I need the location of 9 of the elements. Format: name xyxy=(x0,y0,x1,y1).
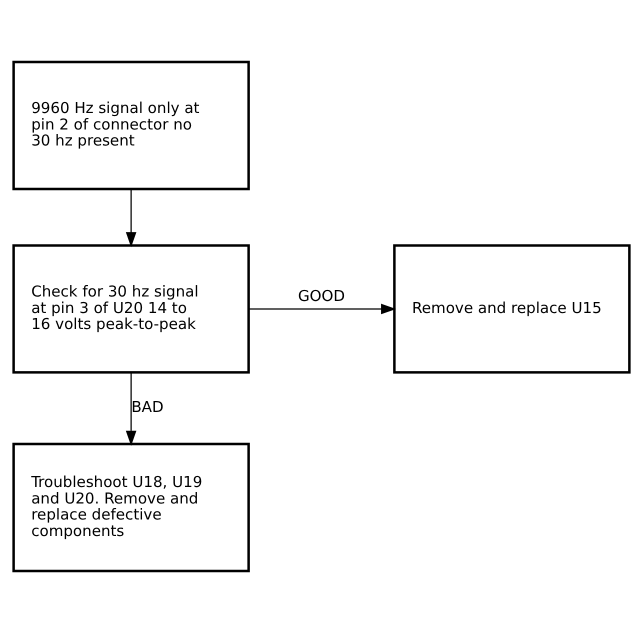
node-box: Remove and replace U15 xyxy=(393,244,631,374)
edge-label: BAD xyxy=(131,398,164,416)
node-box: Troubleshoot U18, U19 and U20. Remove and replace defective components xyxy=(12,442,250,572)
arrow xyxy=(126,188,136,247)
arrow xyxy=(126,372,136,446)
node-box: 9960 Hz signal only at pin 2 of connector no 30 hz present xyxy=(12,60,250,190)
edge-label: GOOD xyxy=(298,286,345,304)
arrow xyxy=(249,303,396,314)
node-box: Check for 30 hz signal at pin 3 of U20 14 to 16 volts peak-to-peak xyxy=(12,244,250,374)
